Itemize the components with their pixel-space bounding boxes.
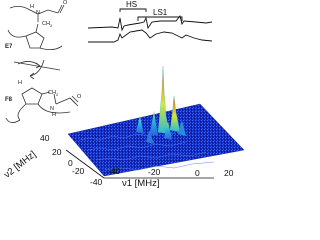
atom-h1: H [30, 4, 34, 10]
atom-h2: H [18, 80, 22, 86]
peak-small-2 [136, 116, 144, 134]
atom-ch2-bottom: CH2 [48, 90, 58, 97]
surface-plot [65, 65, 245, 179]
x-tick-neg40: -40 [108, 166, 121, 176]
surface-peaks [136, 65, 186, 144]
atom-ch2-top: CH2 [42, 21, 52, 28]
surface-ridges [79, 131, 215, 171]
spectrum-trace [87, 8, 213, 43]
x-tick-neg20: -20 [148, 167, 161, 177]
hs-bracket [119, 8, 147, 12]
bottom-residue-structure [5, 87, 79, 123]
y-tick-0: 0 [68, 158, 73, 168]
x-axis-label: ν1 [MHz] [122, 178, 160, 189]
molecule-diagram [5, 4, 79, 123]
atom-o1: O [63, 0, 68, 6]
y-tick-neg20: -20 [72, 166, 85, 176]
y-tick-neg40: -40 [90, 177, 103, 187]
label-ls1: LS1 [153, 8, 168, 17]
atom-ch2-top-ch: CH [42, 21, 50, 27]
top-residue-structure [7, 4, 65, 50]
peak-small-3 [164, 122, 172, 140]
residue-label-top: E7 [5, 44, 13, 50]
y-tick-40: 40 [40, 133, 50, 143]
atom-ch2-top-sub: 2 [49, 23, 53, 29]
peak-small-5 [178, 120, 186, 136]
surface-plane [67, 103, 245, 177]
y-tick-20: 20 [52, 147, 62, 157]
plot-axes [65, 149, 214, 179]
atom-ch2-bottom-sub: 2 [55, 92, 59, 98]
trace-upper [87, 15, 213, 32]
x-tick-0: 0 [195, 168, 200, 178]
ls1-bracket [137, 16, 183, 21]
atom-n1: N [36, 10, 40, 16]
x-tick-20: 20 [224, 168, 234, 178]
atom-o2: O [77, 94, 82, 100]
figure-canvas [5, 4, 245, 179]
atom-h3: H [52, 112, 56, 118]
peak-small-4 [146, 130, 154, 144]
trace-lower [88, 29, 213, 43]
residue-label-bottom: F8 [5, 97, 13, 103]
reaction-arrows [13, 59, 61, 80]
peak-small-1 [150, 110, 158, 136]
peak-secondary [169, 95, 181, 133]
label-hs: HS [126, 0, 138, 9]
atom-n2: N [50, 106, 54, 112]
atom-ch2-bottom-ch: CH [48, 90, 56, 96]
